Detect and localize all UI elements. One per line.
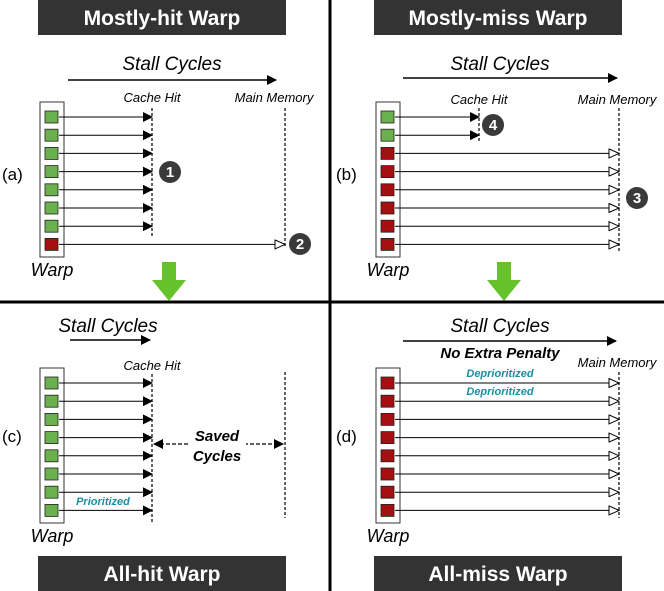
- panel-a-warp-label: Warp: [31, 260, 74, 280]
- panel-a-cache-hit-label: Cache Hit: [123, 90, 181, 105]
- panel-c-saved-1: Saved: [195, 428, 240, 445]
- green-down-arrow-left: [152, 262, 186, 301]
- panel-d-deprioritized-2: Deprioritized: [466, 386, 534, 398]
- panel-a-warp-rows: [44, 110, 285, 251]
- panel-c-stall-label: Stall Cycles: [58, 316, 158, 337]
- panel-b-badge-4-text: 4: [489, 117, 498, 134]
- panel-a-stall-label: Stall Cycles: [122, 54, 222, 75]
- warp-thread-miss: [380, 503, 395, 517]
- warp-thread-hit: [44, 219, 59, 233]
- warp-thread-hit: [44, 376, 59, 390]
- panel-b-badge-3-text: 3: [633, 190, 641, 207]
- panel-d-stall-label: Stall Cycles: [450, 316, 550, 337]
- panel-d-main-memory-label: Main Memory: [578, 355, 658, 370]
- panel-b-title: Mostly-miss Warp: [409, 7, 588, 30]
- panel-b-warp-label: Warp: [367, 260, 410, 280]
- warp-thread-miss: [380, 146, 395, 160]
- panel-d-warp-label: Warp: [367, 526, 410, 546]
- warp-thread-miss: [380, 449, 395, 463]
- warp-thread-hit: [44, 146, 59, 160]
- warp-thread-hit: [44, 183, 59, 197]
- warp-thread-hit: [44, 467, 59, 481]
- panel-a-main-memory-label: Main Memory: [235, 90, 315, 105]
- panel-a-badge-2: [289, 233, 311, 255]
- panel-c-saved-2: Cycles: [193, 448, 241, 465]
- panel-a-badge-1-text: 1: [166, 164, 174, 181]
- panel-a-badge-1: [159, 161, 181, 183]
- panel-b: Mostly-miss Warp Stall Cycles Cache Hit …: [336, 0, 658, 280]
- warp-thread-miss: [380, 201, 395, 215]
- warp-thread-hit: [44, 431, 59, 445]
- warp-thread-hit: [44, 110, 59, 124]
- warp-thread-hit: [44, 201, 59, 215]
- panel-d-title-bar: [374, 556, 622, 591]
- warp-thread-miss: [380, 219, 395, 233]
- panel-a: Mostly-hit Warp Stall Cycles Cache Hit M…: [2, 0, 315, 280]
- warp-thread-miss: [44, 237, 59, 251]
- panel-a-title-bar: [38, 0, 286, 35]
- warp-thread-hit: [44, 394, 59, 408]
- warp-thread-miss: [380, 467, 395, 481]
- warp-thread-miss: [380, 485, 395, 499]
- warp-thread-hit: [44, 412, 59, 426]
- warp-thread-hit: [44, 128, 59, 142]
- panel-a-letter: (a): [2, 165, 23, 184]
- panel-b-letter: (b): [336, 165, 357, 184]
- warp-thread-hit: [380, 128, 395, 142]
- panel-b-stall-label: Stall Cycles: [450, 54, 550, 75]
- panel-c-prioritized: Prioritized: [76, 496, 130, 508]
- warp-thread-miss: [380, 376, 395, 390]
- panel-c-title-bar: [38, 556, 286, 591]
- panel-c-saved-bg: [188, 428, 246, 464]
- warp-thread-miss: [380, 412, 395, 426]
- panel-d: Stall Cycles No Extra Penalty Main Memor…: [336, 316, 658, 591]
- warp-thread-miss: [380, 431, 395, 445]
- warp-thread-miss: [380, 394, 395, 408]
- green-down-arrow-right: [487, 262, 521, 301]
- warp-thread-miss: [380, 165, 395, 179]
- panel-c: Stall Cycles Cache Hit (c) Warp Saved Cy…: [2, 316, 286, 591]
- panel-c-warp-label: Warp: [31, 526, 74, 546]
- panel-c-warp-rows: [44, 376, 153, 517]
- warp-thread-hit: [44, 503, 59, 517]
- panel-d-title: All-miss Warp: [428, 563, 567, 586]
- panel-a-badge-2-text: 2: [296, 236, 304, 253]
- panel-c-title: All-hit Warp: [103, 563, 220, 586]
- warp-thread-hit: [44, 485, 59, 499]
- panel-b-badge-4: [482, 114, 504, 136]
- panel-b-warp-box: [375, 101, 401, 258]
- panel-a-title: Mostly-hit Warp: [84, 7, 241, 30]
- panel-d-warp-box: [375, 367, 401, 524]
- warp-thread-hit: [44, 449, 59, 463]
- panel-b-warp-rows: [380, 110, 619, 251]
- panel-d-letter: (d): [336, 427, 357, 446]
- panel-c-letter: (c): [2, 427, 22, 446]
- warp-thread-miss: [380, 183, 395, 197]
- panel-b-badge-3: [626, 187, 648, 209]
- panel-c-cache-hit-label: Cache Hit: [123, 358, 181, 373]
- panel-a-warp-box: [39, 101, 65, 258]
- panel-c-warp-box: [39, 367, 65, 524]
- panel-b-cache-hit-label: Cache Hit: [450, 92, 508, 107]
- panel-b-main-memory-label: Main Memory: [578, 92, 658, 107]
- panel-d-deprioritized-1: Deprioritized: [466, 368, 534, 380]
- warp-thread-miss: [380, 237, 395, 251]
- warp-thread-hit: [380, 110, 395, 124]
- warp-thread-hit: [44, 165, 59, 179]
- panel-b-title-bar: [374, 0, 622, 35]
- panel-d-no-penalty: No Extra Penalty: [440, 345, 560, 362]
- panel-d-warp-rows: [380, 376, 619, 517]
